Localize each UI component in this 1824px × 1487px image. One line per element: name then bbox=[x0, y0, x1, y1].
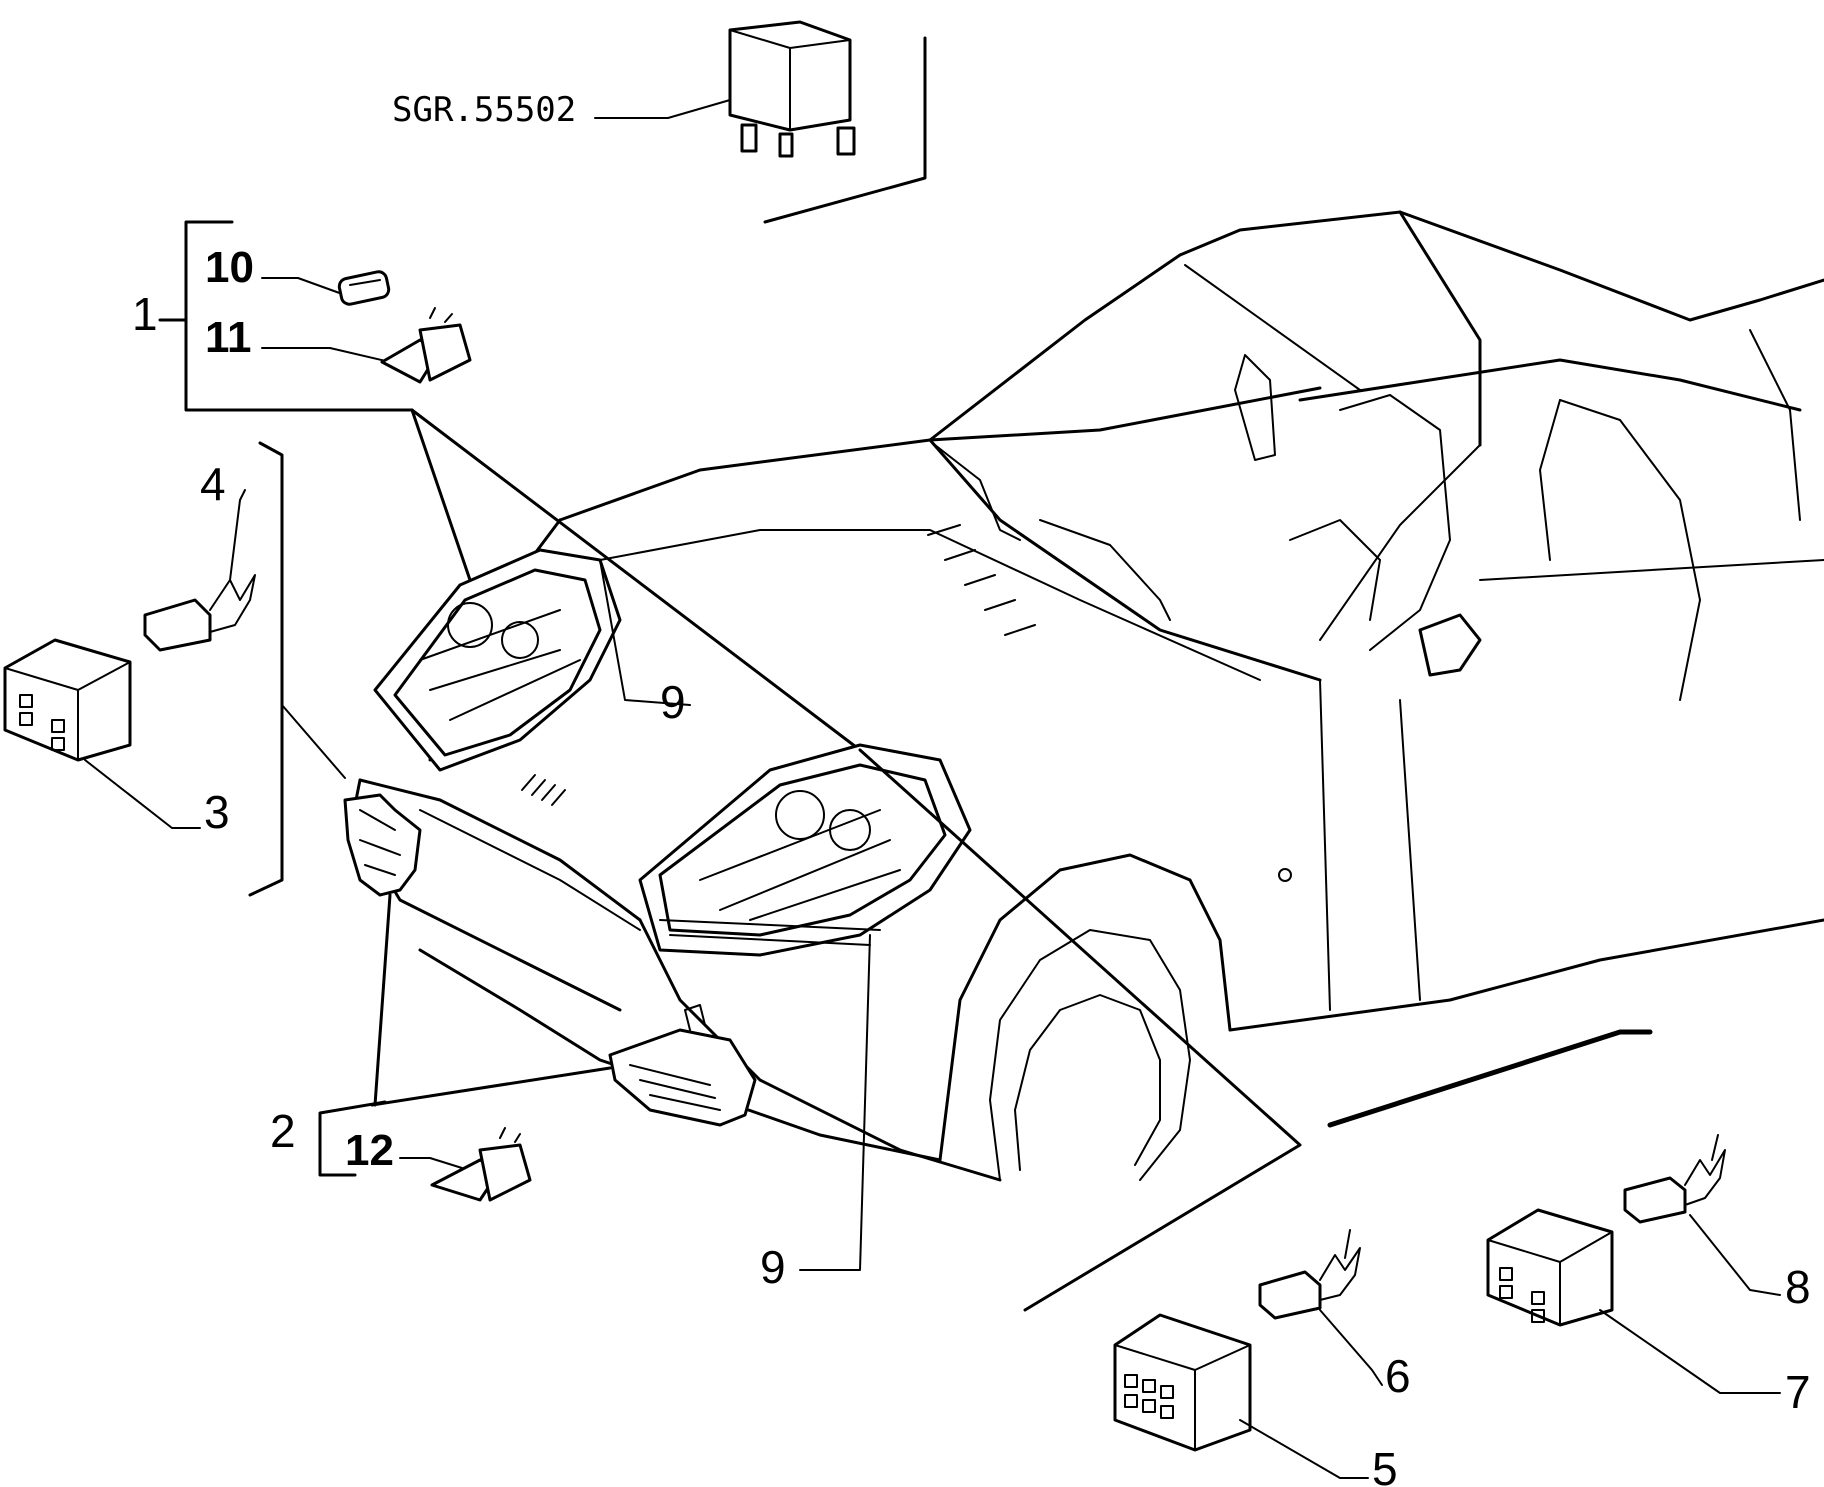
callout-9-lower: 9 bbox=[760, 1241, 786, 1293]
callout-12: 12 bbox=[345, 1126, 394, 1175]
car-body-drawing bbox=[350, 210, 1824, 1182]
bulb-12-drawing bbox=[430, 1127, 532, 1202]
headlamp-upper-drawing bbox=[373, 548, 691, 772]
callout-3: 3 bbox=[204, 786, 230, 838]
callout-2: 2 bbox=[270, 1105, 296, 1157]
terminal-8-drawing bbox=[1623, 1134, 1781, 1296]
callout-4: 4 bbox=[200, 458, 226, 510]
headlamp-lower-drawing bbox=[638, 743, 972, 1271]
callout-1: 1 bbox=[132, 288, 158, 340]
bulb-11-drawing bbox=[380, 307, 472, 384]
callout-5: 5 bbox=[1372, 1443, 1398, 1487]
callout-6: 6 bbox=[1385, 1350, 1411, 1402]
callout-11: 11 bbox=[205, 313, 252, 362]
group-2-bracket bbox=[318, 893, 612, 1177]
fog-lamp-drawing bbox=[608, 1004, 757, 1127]
relay-drawing bbox=[594, 20, 927, 224]
relay-reference-code: SGR.55502 bbox=[392, 90, 576, 130]
callout-7: 7 bbox=[1785, 1366, 1811, 1418]
callout-9-upper: 9 bbox=[660, 676, 686, 728]
connector-7-drawing bbox=[1486, 1208, 1781, 1394]
terminal-6-drawing bbox=[1258, 1229, 1383, 1386]
callout-8: 8 bbox=[1785, 1261, 1811, 1313]
callout-10: 10 bbox=[205, 243, 254, 292]
bulb-10-drawing bbox=[337, 270, 391, 306]
terminal-4-drawing bbox=[143, 489, 256, 652]
connector-3-drawing bbox=[3, 638, 201, 829]
group-1-bracket bbox=[158, 220, 862, 752]
group-5-8-bracket bbox=[858, 748, 1653, 1312]
group-3-4-bracket bbox=[248, 441, 346, 897]
side-lamp-left-drawing bbox=[343, 793, 422, 897]
connector-5-drawing bbox=[1113, 1313, 1369, 1479]
